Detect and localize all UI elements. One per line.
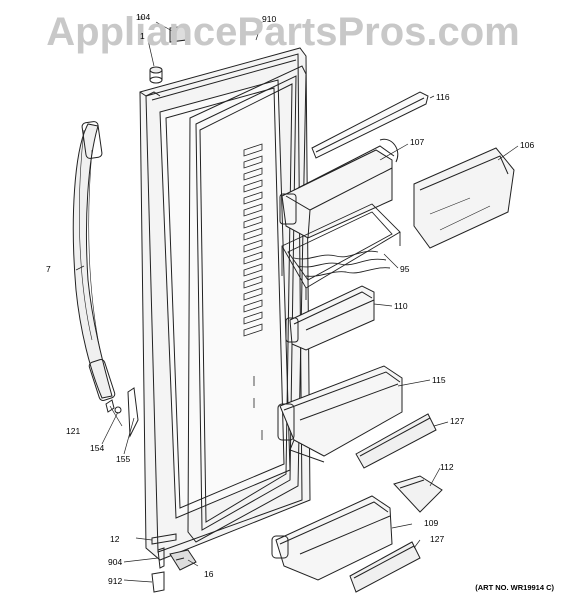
dairy-compartment	[279, 138, 399, 239]
callout-154: 154	[90, 443, 105, 453]
leader-lines	[75, 21, 519, 583]
callout-1: 1	[140, 31, 145, 41]
handle-hardware	[105, 387, 139, 438]
callout-912: 912	[108, 576, 123, 586]
door-bin-large	[277, 365, 403, 463]
callout-112: 112	[440, 462, 454, 472]
callout-155: 155	[116, 454, 131, 464]
door-handle	[72, 121, 116, 401]
watermark-text: AppliancePartsPros.com	[46, 10, 520, 54]
callout-110: 110	[394, 301, 408, 311]
small-bin	[393, 475, 443, 513]
callout-12: 12	[110, 534, 120, 544]
callout-127-lower: 127	[430, 534, 445, 544]
callout-106: 106	[520, 140, 535, 150]
callout-16: 16	[204, 569, 214, 579]
callout-109: 109	[424, 518, 439, 528]
callout-904: 904	[108, 557, 123, 567]
callout-7: 7	[46, 264, 51, 274]
callout-121: 121	[66, 426, 81, 436]
bin-front-upper	[355, 413, 437, 469]
wire-shelf	[281, 203, 401, 300]
door-gasket	[187, 65, 307, 543]
door-liner	[159, 79, 291, 519]
callout-95: 95	[400, 264, 410, 274]
callout-116: 116	[436, 92, 450, 102]
top-hinge-cap	[145, 25, 187, 97]
callout-107: 107	[410, 137, 425, 147]
dairy-door	[413, 147, 515, 249]
door-bin-bottom	[271, 495, 393, 581]
door-bin-small	[285, 285, 375, 351]
cap-rail	[311, 91, 429, 159]
callout-115: 115	[432, 375, 446, 385]
callout-910: 910	[262, 14, 277, 24]
bottom-hinge-hardware	[151, 533, 197, 593]
liner-rails	[243, 143, 263, 440]
bin-front-lower	[349, 541, 421, 593]
callout-127-upper: 127	[450, 416, 465, 426]
callout-104: 104	[136, 12, 151, 22]
art-number: (ART NO. WR19914 C)	[475, 583, 554, 592]
